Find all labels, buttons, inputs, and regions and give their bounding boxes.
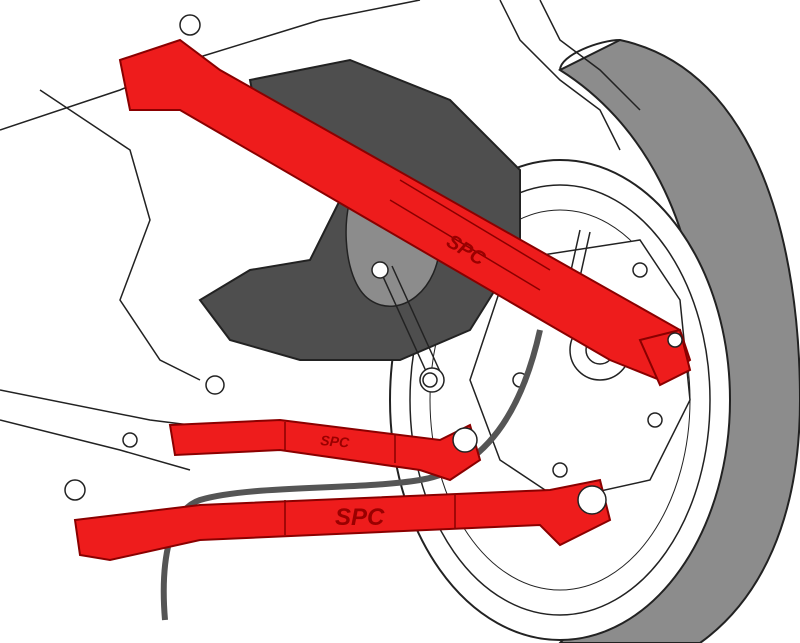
lower-arm: SPC (64, 478, 612, 562)
upper-arm: SPC (118, 14, 692, 387)
middle-toe-arm: SPC (168, 418, 482, 482)
middle-arm-logo: SPC (320, 432, 351, 451)
bolts (122, 261, 438, 448)
lower-arm-logo: SPC (335, 504, 385, 531)
